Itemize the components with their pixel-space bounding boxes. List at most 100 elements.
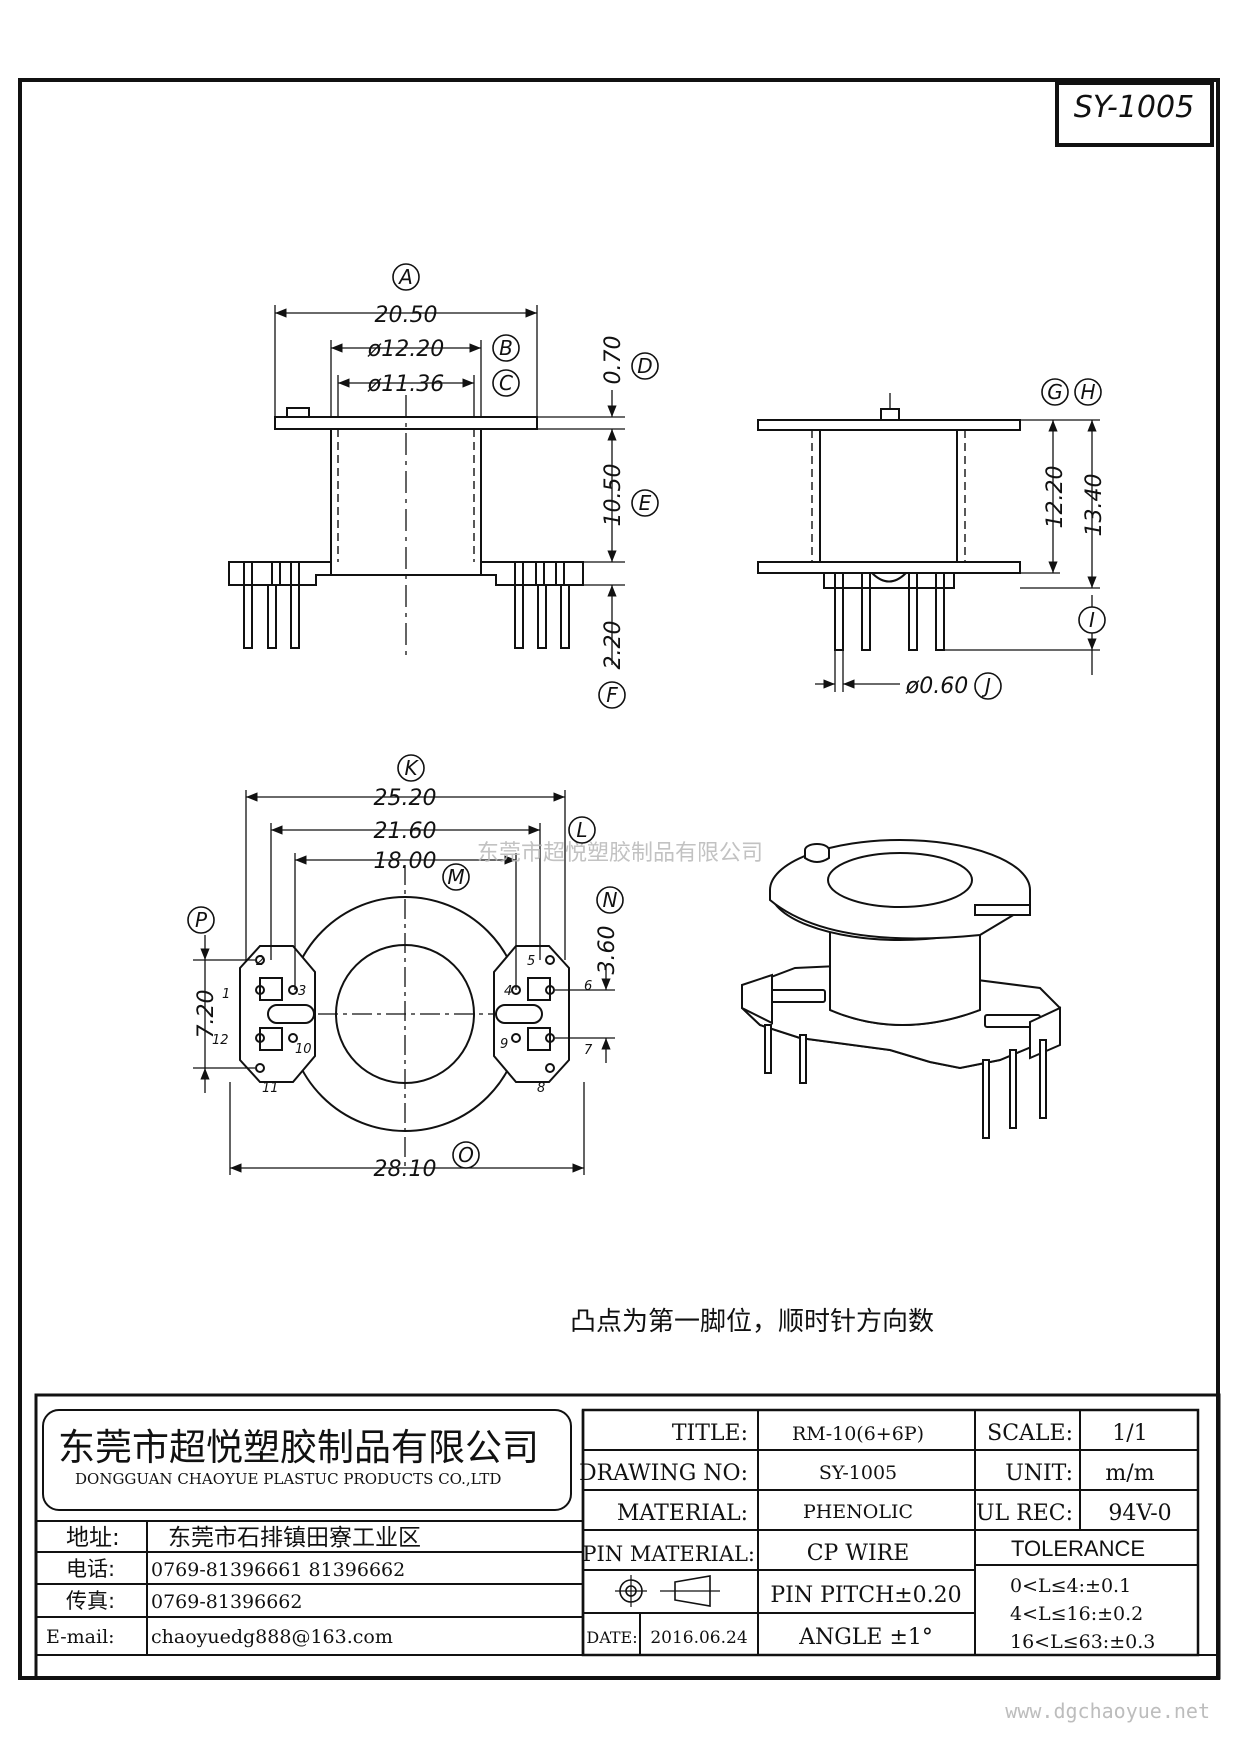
callout-a: A — [392, 263, 420, 291]
drawing-no-label: DRAWING NO: — [579, 1461, 748, 1486]
unit-label: UNIT: — [1005, 1461, 1073, 1486]
pin-order-note: 凸点为第一脚位，顺时针方向数 — [570, 1307, 934, 1337]
dim-p-value: 7.20 — [194, 990, 219, 1039]
svg-text:G: G — [1047, 380, 1063, 404]
dim-g-value: 12.20 — [1043, 466, 1068, 529]
callout-f: F — [598, 681, 626, 709]
angle: ANGLE ±1° — [798, 1625, 933, 1650]
bottom-view-dimensions — [193, 790, 615, 1175]
svg-text:B: B — [499, 336, 513, 360]
callout-markers: A B C D E F G H I J K L M N O P — [187, 263, 1106, 1169]
svg-text:N: N — [603, 888, 618, 912]
dim-m-value: 18.00 — [374, 849, 437, 874]
pin-number: 12 — [212, 1033, 229, 1048]
material-value: PHENOLIC — [803, 1501, 913, 1523]
title-value: RM-10(6+6P) — [792, 1423, 924, 1445]
pin-number: 11 — [262, 1081, 279, 1096]
watermark: 东莞市超悦塑胶制品有限公司 — [477, 841, 763, 866]
front-view-dimensions — [274, 305, 625, 665]
email: chaoyuedg888@163.com — [151, 1626, 393, 1648]
callout-c: C — [492, 369, 520, 397]
bottom-view — [239, 865, 570, 1170]
pin-number: 2 — [256, 954, 264, 969]
callout-b: B — [492, 334, 520, 362]
dim-n-value: 3.60 — [595, 926, 620, 975]
tel-label: 电话: — [66, 1557, 115, 1581]
date-label: DATE: — [586, 1628, 637, 1647]
dim-b-value: ø12.20 — [367, 337, 444, 362]
title-block — [34, 1393, 1221, 1680]
drawing-code-box: SY-1005 — [1055, 81, 1214, 147]
callout-g: G — [1041, 378, 1069, 406]
svg-text:M: M — [447, 865, 464, 889]
dim-a-value: 20.50 — [375, 303, 438, 328]
pin-number: 5 — [527, 954, 535, 969]
drawing-no-value: SY-1005 — [819, 1462, 897, 1484]
pin-number: 1 — [222, 987, 230, 1002]
pin-number: 3 — [298, 984, 306, 999]
pin-number: 6 — [584, 979, 592, 994]
pin-number: 9 — [500, 1037, 508, 1052]
dim-h-value: 13.40 — [1082, 474, 1107, 537]
callout-o: O — [452, 1141, 480, 1169]
dim-d-value: 0.70 — [601, 336, 626, 385]
dim-k-value: 25.20 — [374, 786, 437, 811]
svg-text:J: J — [981, 674, 991, 698]
title-block-text: 东莞市超悦塑胶制品有限公司 DONGGUAN CHAOYUE PLASTUC P… — [46, 1421, 1172, 1653]
dim-c-value: ø11.36 — [367, 372, 444, 397]
dim-e-value: 10.50 — [601, 464, 626, 527]
material-label: MATERIAL: — [617, 1501, 748, 1526]
svg-text:K: K — [404, 756, 419, 780]
email-label: E-mail: — [46, 1626, 115, 1648]
ul-label: UL REC: — [976, 1501, 1073, 1526]
tolerance-row: 0<L≤4:±0.1 — [1010, 1575, 1131, 1597]
fax: 0769-81396662 — [151, 1591, 302, 1613]
bottom-view-dimension-text: 25.20 21.60 18.00 28.10 7.20 3.60 — [194, 786, 620, 1182]
callout-e: E — [631, 489, 659, 517]
drawing-code: SY-1005 — [1074, 90, 1194, 125]
tolerance-label: TOLERANCE — [1011, 1536, 1145, 1561]
side-view-dimension-text: 12.20 13.40 ø0.60 — [905, 466, 1107, 699]
date-value: 2016.06.24 — [650, 1628, 747, 1648]
website-watermark: www.dgchaoyue.net — [1005, 1699, 1210, 1723]
address-label: 地址: — [66, 1525, 120, 1551]
front-view-dimension-text: 20.50 ø12.20 ø11.36 0.70 10.50 2.20 — [367, 303, 626, 669]
svg-text:O: O — [458, 1143, 474, 1167]
pin-number: 4 — [504, 984, 512, 999]
pin-number: 10 — [295, 1042, 312, 1057]
fax-label: 传真: — [66, 1589, 115, 1613]
callout-h: H — [1074, 378, 1102, 406]
callout-m: M — [442, 863, 470, 891]
callout-n: N — [596, 886, 624, 914]
tolerance-row: 16<L≤63:±0.3 — [1010, 1631, 1155, 1653]
dim-f-value: 2.20 — [601, 621, 626, 670]
pin-pitch: PIN PITCH±0.20 — [770, 1583, 961, 1608]
pin-number: 7 — [584, 1043, 593, 1058]
company-name-en: DONGGUAN CHAOYUE PLASTUC PRODUCTS CO.,LT… — [75, 1470, 501, 1488]
tel: 0769-81396661 81396662 — [151, 1559, 405, 1581]
side-view — [757, 393, 1021, 651]
pin-material-label: PIN MATERIAL: — [582, 1542, 755, 1566]
isometric-view — [741, 839, 1062, 1139]
svg-text:P: P — [195, 908, 208, 932]
callout-j: J — [974, 672, 1002, 700]
callout-d: D — [631, 352, 659, 380]
svg-text:E: E — [639, 491, 652, 515]
title-label: TITLE: — [672, 1421, 748, 1446]
tolerance-row: 4<L≤16:±0.2 — [1010, 1603, 1143, 1625]
svg-text:I: I — [1089, 608, 1095, 632]
front-view — [228, 395, 584, 660]
dim-j-value: ø0.60 — [905, 674, 968, 699]
callout-p: P — [187, 906, 215, 934]
callout-i: I — [1078, 606, 1106, 634]
scale-value: 1/1 — [1112, 1421, 1147, 1446]
svg-text:H: H — [1080, 380, 1095, 404]
pin-number: 8 — [537, 1081, 545, 1096]
svg-text:A: A — [397, 265, 413, 289]
dim-l-value: 21.60 — [374, 819, 437, 844]
pin-number-labels: 1 2 3 4 5 6 7 8 9 10 11 12 — [212, 954, 593, 1096]
unit-value: m/m — [1105, 1461, 1154, 1486]
address: 东莞市石排镇田寮工业区 — [168, 1525, 421, 1551]
svg-text:D: D — [637, 354, 652, 378]
